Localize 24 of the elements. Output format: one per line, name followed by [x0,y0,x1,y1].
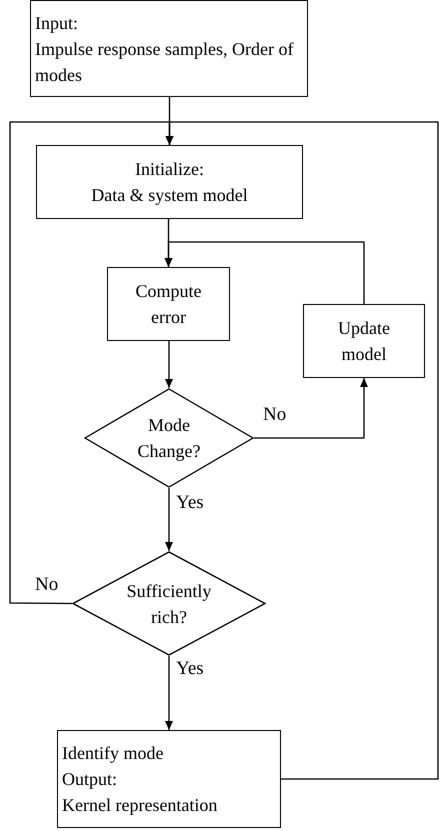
arrow [254,378,368,439]
process-box [57,730,281,828]
arrow [165,340,173,388]
arrow [165,656,173,730]
arrow [166,121,439,780]
decision-diamond [72,551,266,656]
process-box [107,267,230,341]
arrow [164,241,365,304]
node-text: Kernel representation [62,794,218,817]
node-text: Update model [337,317,391,366]
node-text: Mode Change? [136,414,202,463]
process-box [30,0,308,97]
process-box [303,304,425,378]
node-text: Identify mode [62,742,164,765]
arrow [165,488,173,551]
node-text: Input: [35,12,78,35]
process-box [36,145,303,219]
node-text: Initialize: [135,158,204,181]
node-text: Output: [62,768,118,791]
node-text: Data & system model [91,184,248,207]
decision-diamond [84,388,254,488]
node-text: Impulse response samples, Order of modes [35,38,294,86]
node-text: Sufficiently rich? [126,580,212,628]
node-text: Compute error [134,280,202,329]
